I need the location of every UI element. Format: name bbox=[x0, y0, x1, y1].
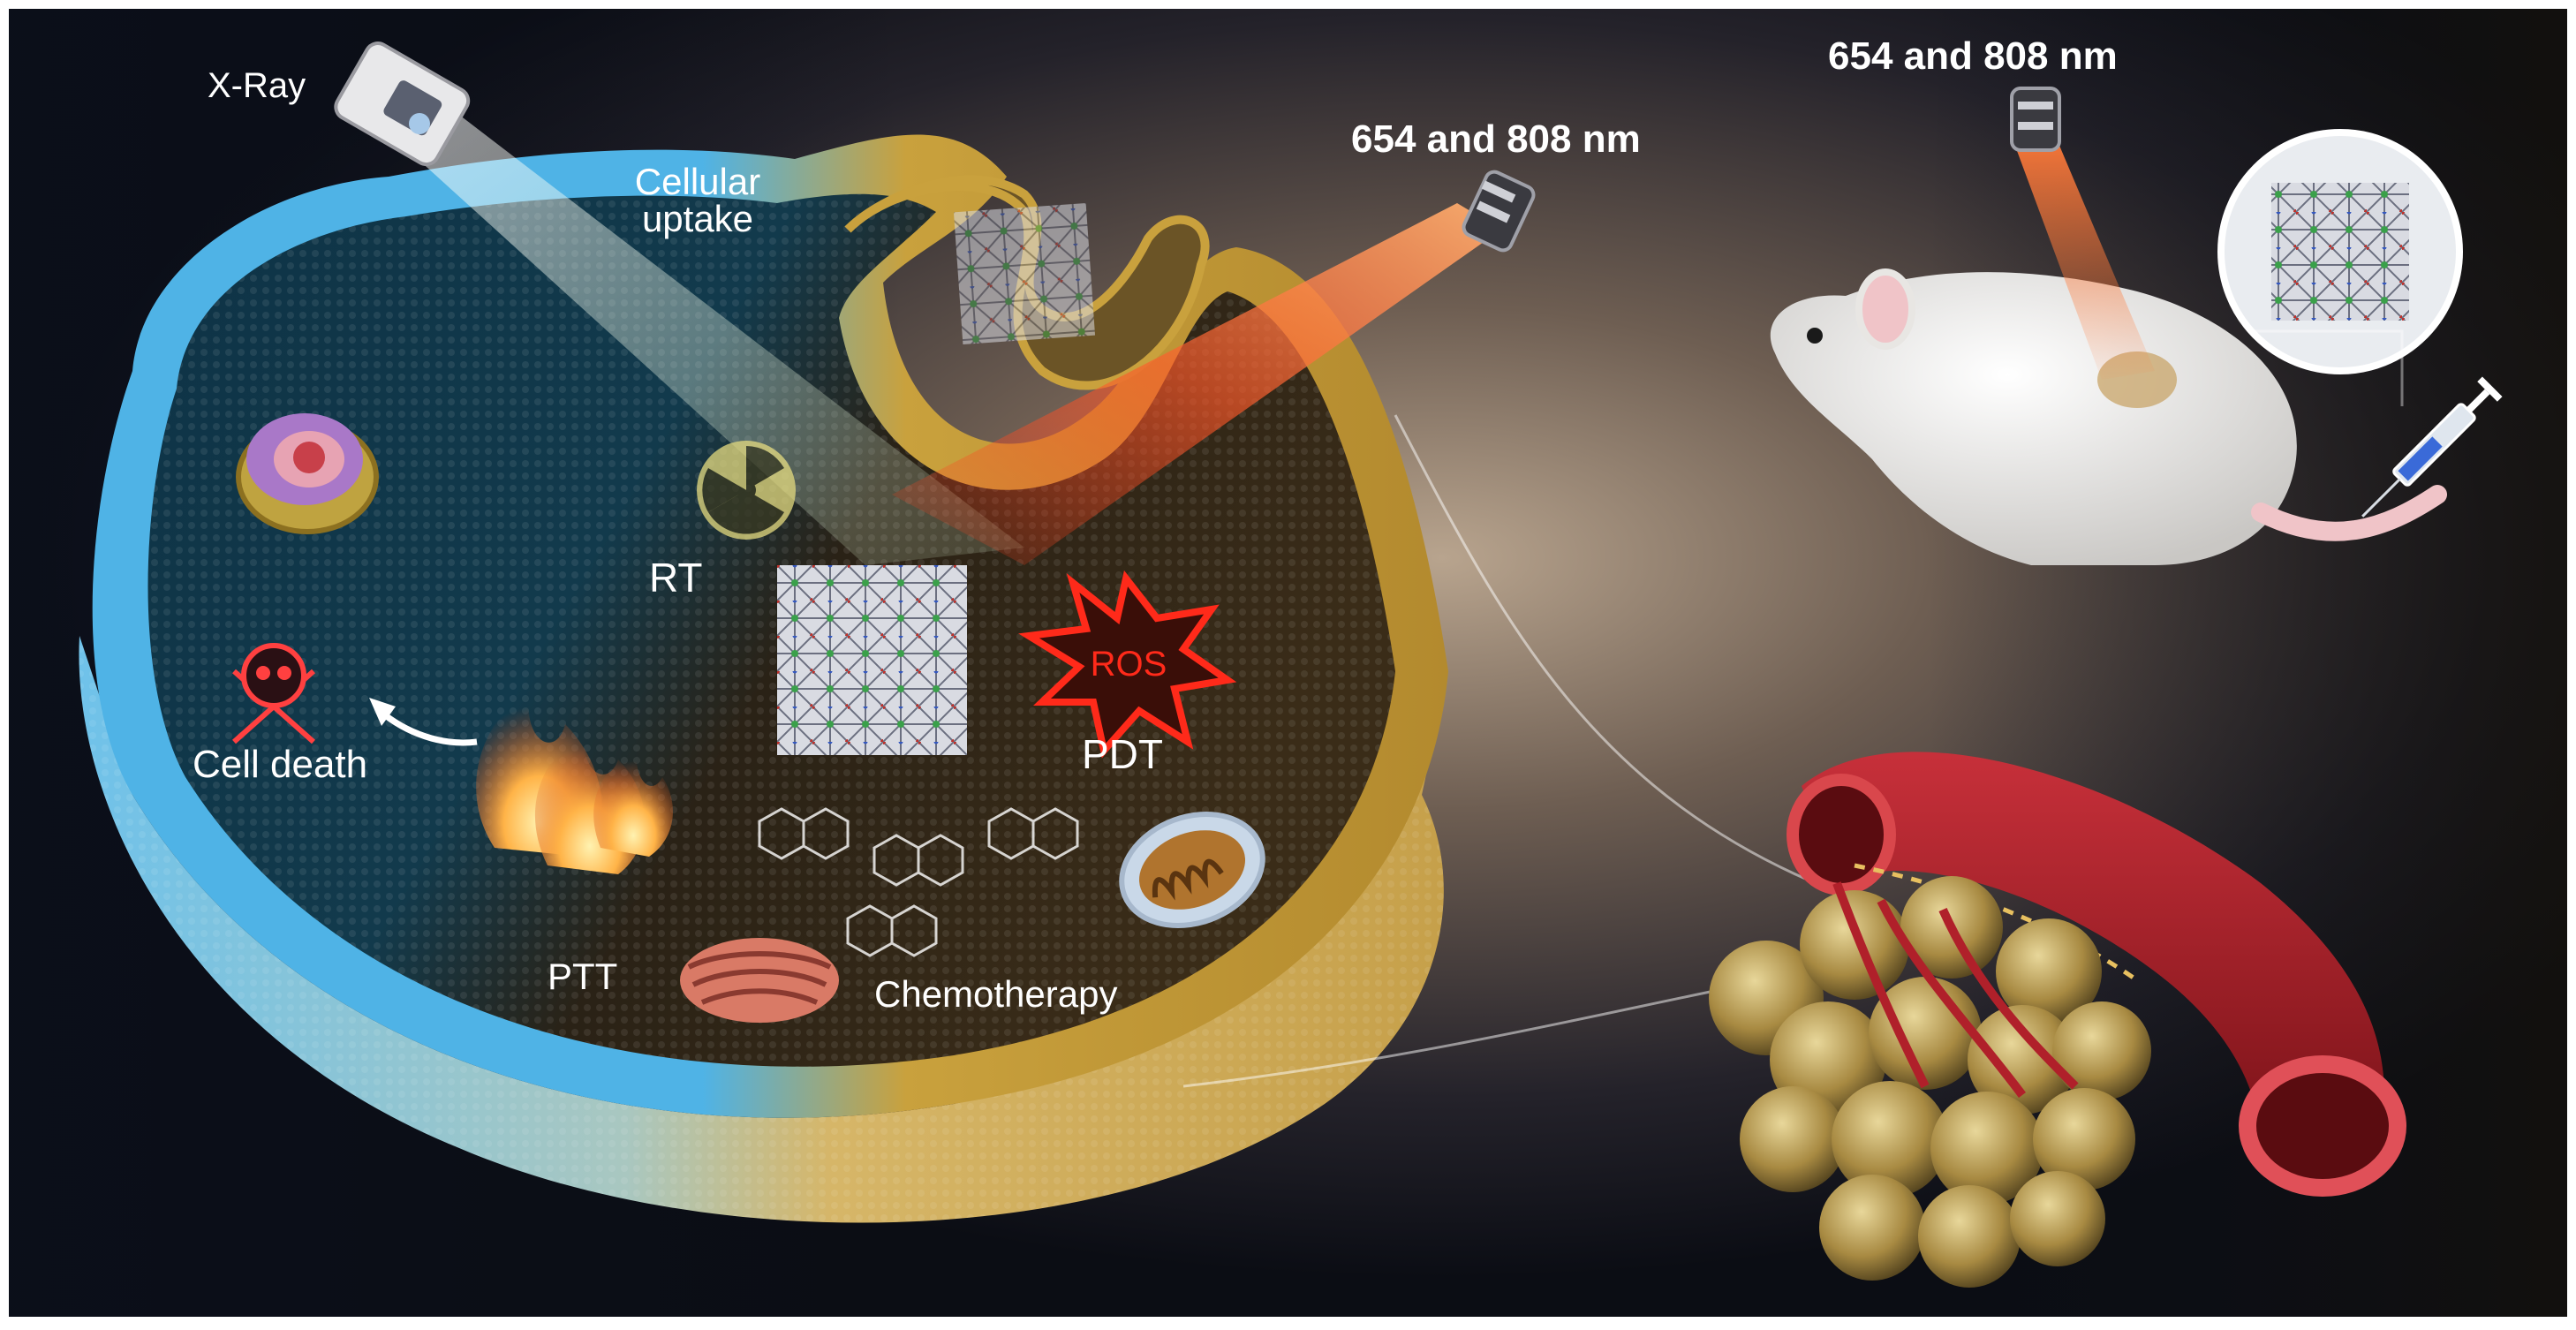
drug-molecules bbox=[758, 807, 1079, 957]
golgi-organelle bbox=[680, 938, 839, 1023]
ros-starburst bbox=[1018, 570, 1237, 759]
label-chemotherapy: Chemotherapy bbox=[874, 973, 1117, 1015]
syringe-icon bbox=[2361, 376, 2503, 518]
radiation-icon bbox=[697, 441, 796, 540]
mouse-ear bbox=[1855, 268, 1915, 350]
label-rt: RT bbox=[649, 555, 703, 601]
mitochondrion-organelle bbox=[1119, 812, 1265, 928]
mof-nanoparticle-uptake bbox=[953, 202, 1096, 345]
flame-icon bbox=[476, 689, 673, 874]
laser-beam-cell bbox=[892, 203, 1501, 565]
arrow-head bbox=[369, 698, 396, 726]
label-laser-top: 654 and 808 nm bbox=[1828, 34, 2118, 78]
label-cell-death: Cell death bbox=[193, 743, 367, 786]
xray-beam bbox=[389, 115, 1024, 565]
vessel-opening-bottom bbox=[2239, 1055, 2406, 1197]
label-uptake-line1: Cellular bbox=[635, 161, 760, 202]
label-laser-mid: 654 and 808 nm bbox=[1351, 117, 1641, 161]
zoom-line-upper bbox=[1394, 414, 1838, 894]
laser-beam-mouse bbox=[2013, 141, 2155, 380]
mof-nanoparticle-center bbox=[777, 565, 967, 755]
tumor-mass bbox=[1709, 876, 2151, 1288]
mouse-icon bbox=[1770, 268, 2447, 565]
skull-crossbones-icon bbox=[232, 643, 315, 744]
cell bbox=[79, 134, 1449, 1223]
vessel-opening-top bbox=[1787, 774, 1896, 895]
xray-camera-icon bbox=[334, 42, 471, 167]
magnifier-inset bbox=[2217, 129, 2463, 406]
label-pdt: PDT bbox=[1082, 731, 1163, 777]
laser-emitter-icon bbox=[1462, 170, 1536, 253]
mouse-eye bbox=[1807, 328, 1823, 344]
label-uptake-line2: uptake bbox=[642, 198, 753, 239]
blood-vessel bbox=[1787, 752, 2406, 1197]
arrow-to-cell-death bbox=[377, 708, 478, 746]
laser-emitter-top-icon bbox=[2010, 87, 2061, 152]
label-ros: ROS bbox=[1091, 645, 1167, 684]
label-xray: X-Ray bbox=[208, 66, 306, 105]
nucleus-organelle bbox=[236, 413, 379, 534]
label-ptt: PTT bbox=[548, 956, 617, 997]
zoom-line-lower bbox=[1182, 979, 1767, 1088]
mouse-tail bbox=[2251, 485, 2447, 541]
